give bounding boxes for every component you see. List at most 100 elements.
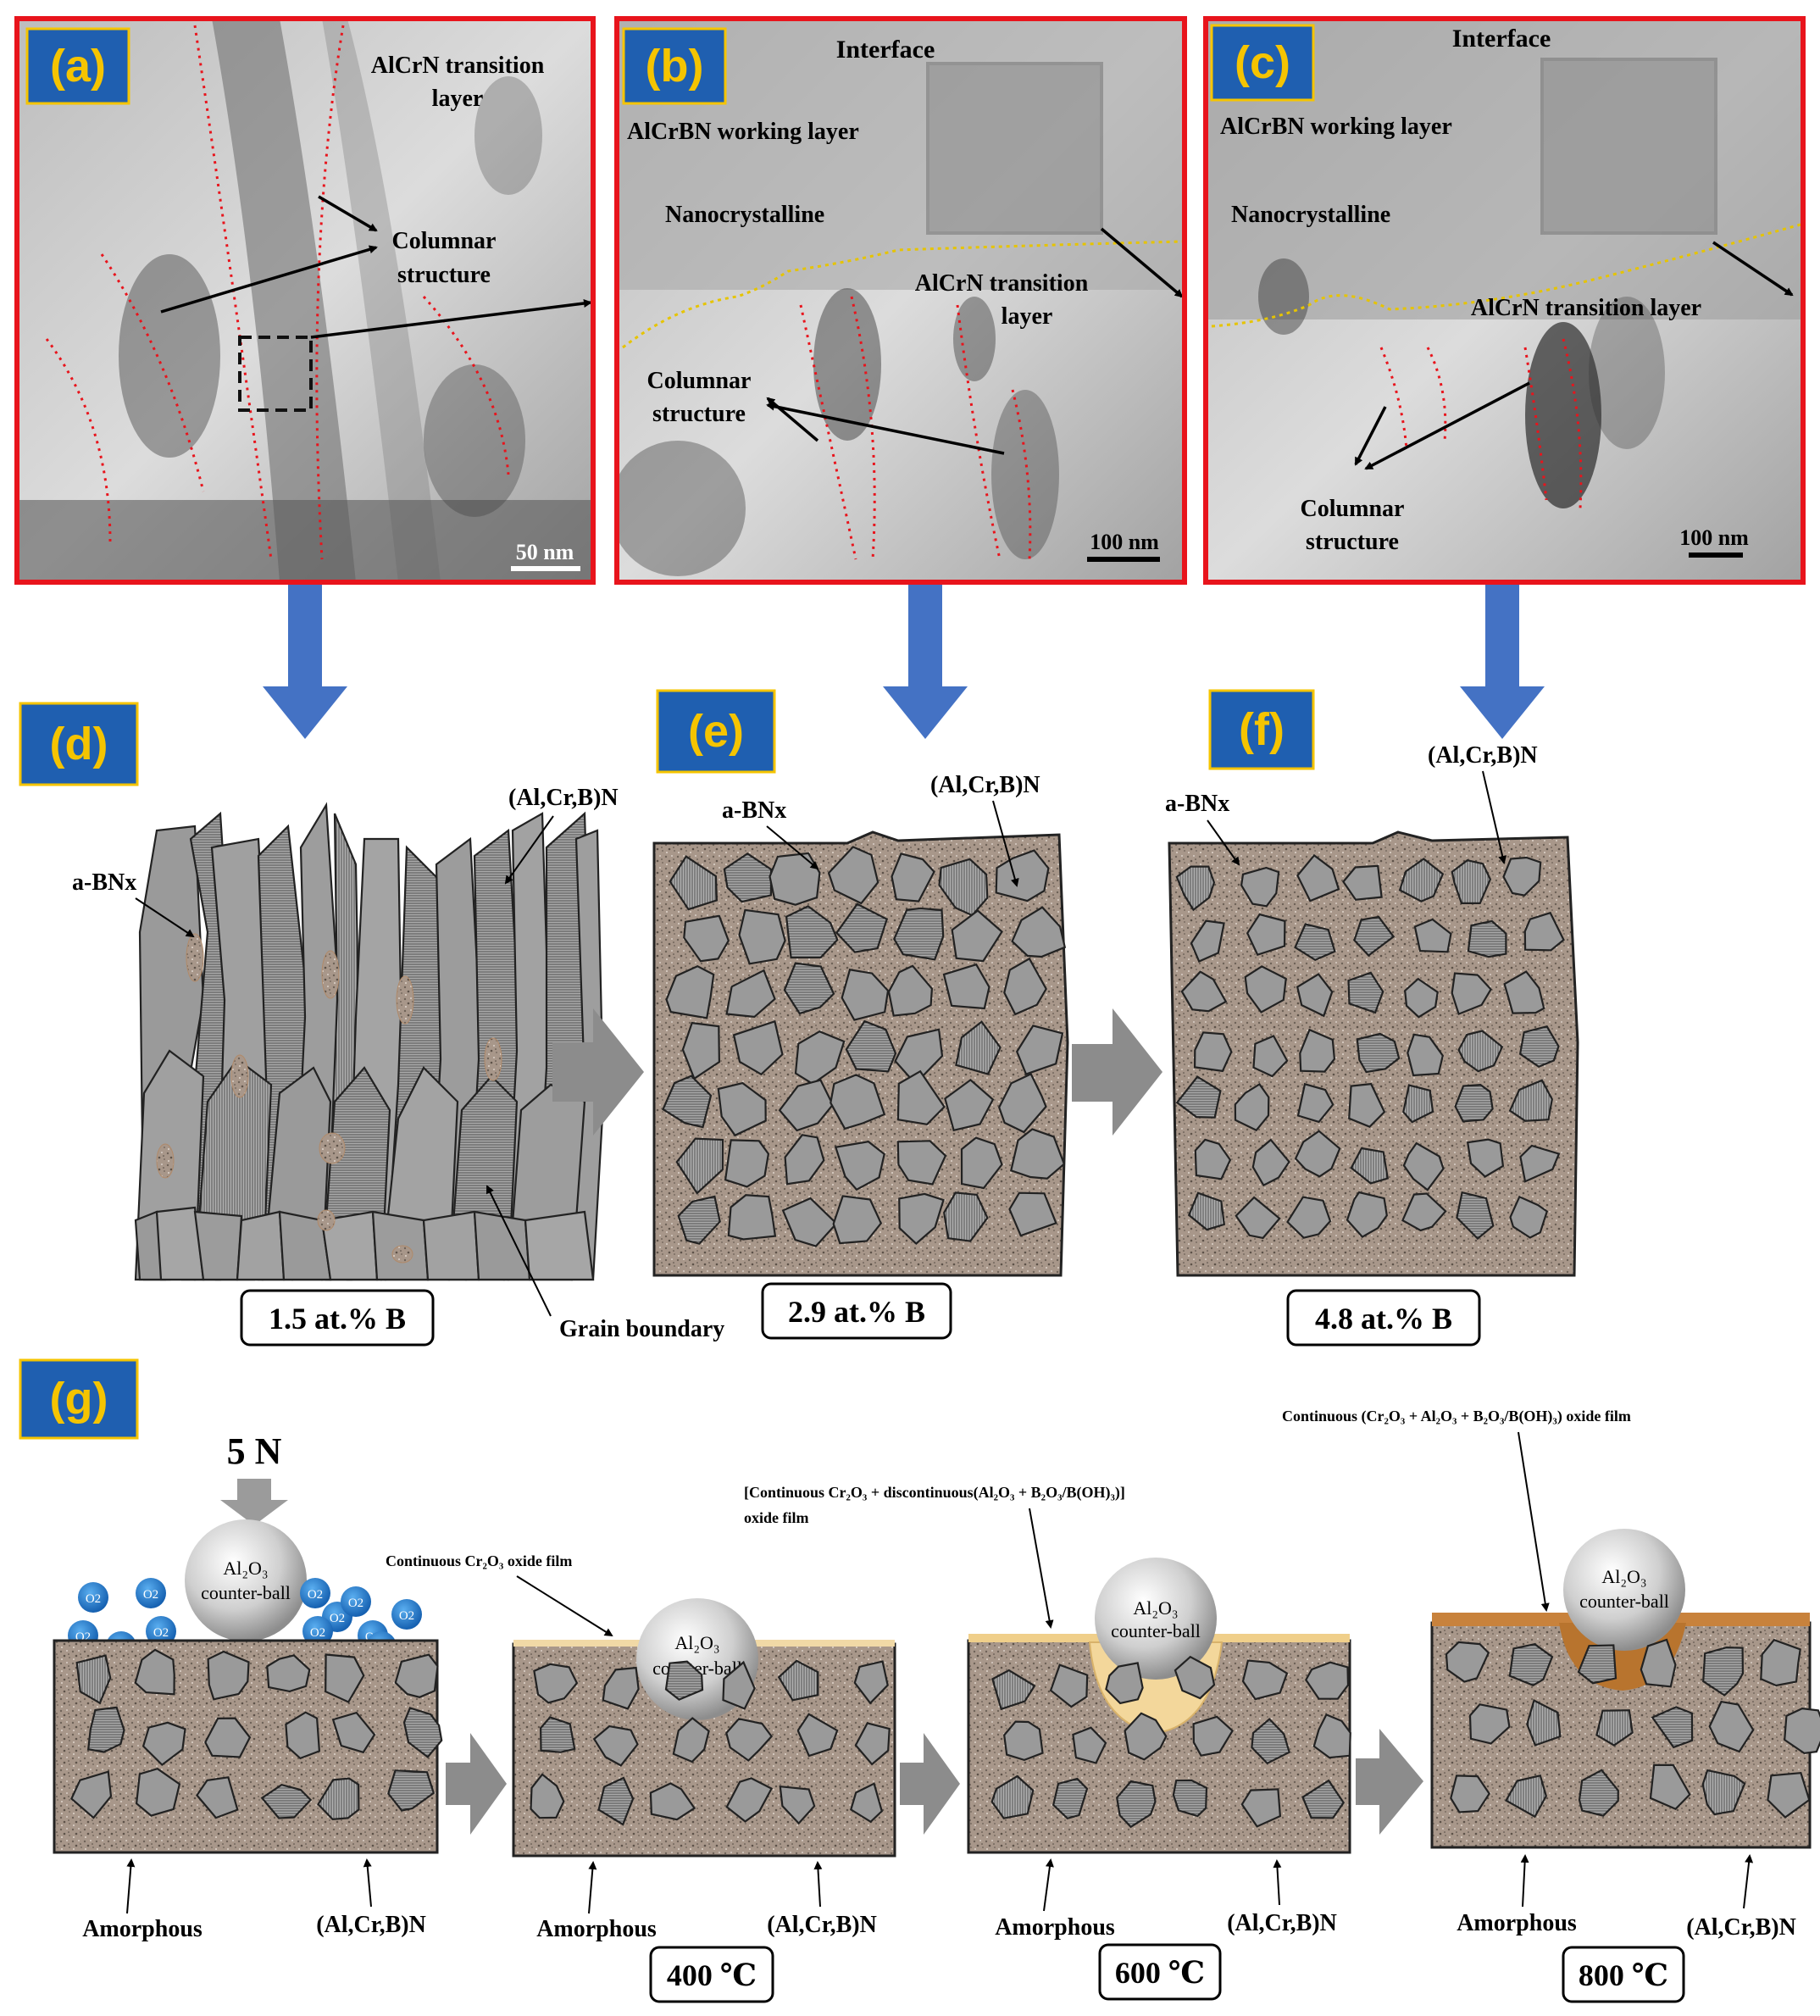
- grain: [331, 1711, 376, 1754]
- grain: [1174, 1655, 1216, 1700]
- temp-600-box: [1098, 1943, 1222, 2001]
- grain: [1350, 1147, 1390, 1185]
- panel-e: (e) a-BNx (Al,Cr,B)N 2.9 at.% B: [652, 689, 1069, 1340]
- panel-a-grain-traces: [45, 25, 510, 560]
- grain: [1346, 1191, 1388, 1238]
- grain: [1595, 1709, 1634, 1747]
- panel-f-boron: 4.8 at.% B: [1315, 1302, 1452, 1336]
- grain: [285, 1711, 321, 1760]
- grain: [732, 1019, 784, 1076]
- grain: [1457, 1030, 1504, 1073]
- panel-f-label: (f): [1239, 704, 1285, 755]
- counter-ball-4: [1563, 1529, 1685, 1651]
- panel-b-transition-line1: AlCrN transition: [915, 270, 1089, 297]
- o2-molecule-icon: [136, 1578, 166, 1608]
- grain: [1194, 1138, 1232, 1180]
- panel-f-phase: (Al,Cr,B)N: [1428, 742, 1538, 769]
- panel-c-grain-traces: [1379, 338, 1583, 509]
- grain: [998, 1072, 1047, 1134]
- grain: [717, 1081, 767, 1137]
- g-block-2-amorphous: Amorphous: [536, 1916, 657, 1942]
- grain: [1523, 911, 1565, 952]
- grain: [832, 1195, 883, 1245]
- grain: [1760, 1638, 1801, 1687]
- grain: [665, 964, 715, 1019]
- g-block-2-grains: [530, 1659, 891, 1826]
- panel-f: (f) a-BNx (Al,Cr,B)N 4.8 at.% B: [1165, 689, 1579, 1347]
- panel-d-label-box: (d): [19, 702, 139, 786]
- grain: [266, 1654, 311, 1693]
- grain: [1468, 1703, 1511, 1745]
- grain: [955, 1020, 1002, 1075]
- grain: [850, 1782, 884, 1824]
- grain: [1296, 973, 1334, 1018]
- grain: [990, 1774, 1035, 1819]
- grain: [1402, 1141, 1445, 1191]
- grain: [960, 1136, 1003, 1190]
- film-800-arrow: [1518, 1431, 1550, 1612]
- grain: [944, 1078, 995, 1132]
- grain: [1180, 970, 1228, 1013]
- grain: [1003, 1720, 1044, 1762]
- grain: [1286, 1196, 1332, 1239]
- o2-molecule-icon: [341, 1586, 371, 1617]
- panel-d-phase-arrow: [504, 815, 554, 885]
- grain: [1312, 1713, 1351, 1759]
- grain: [1701, 1769, 1746, 1816]
- panel-a-scale-bar: [511, 566, 580, 571]
- gray-arrow-g3: [1356, 1729, 1423, 1835]
- grain: [835, 902, 889, 953]
- grain: [1294, 923, 1336, 962]
- film-600-arrow: [1029, 1508, 1054, 1629]
- grain: [1451, 859, 1492, 904]
- film-400-arrow: [516, 1575, 613, 1637]
- panel-b-arrows: [766, 227, 1184, 455]
- g-block-4-phase-arrow: [1743, 1854, 1754, 1909]
- panel-e-label-box: (e): [656, 689, 776, 774]
- grain: [1504, 1774, 1547, 1819]
- panel-f-abnx: a-BNx: [1165, 791, 1229, 817]
- o2-label: O2: [310, 1626, 325, 1640]
- counter-ball-3: [1095, 1558, 1217, 1680]
- grain: [204, 1717, 252, 1758]
- o2-molecule-icon: [78, 1582, 108, 1613]
- grain: [533, 1663, 579, 1704]
- grain: [1244, 965, 1287, 1014]
- grain: [830, 1074, 886, 1130]
- panel-c-interface: Interface: [1452, 25, 1551, 53]
- grain: [1241, 1659, 1289, 1701]
- grain: [722, 1660, 756, 1710]
- panel-a-roi-box: [238, 336, 313, 412]
- g-block-1-amorphous-arrow: [126, 1858, 136, 1914]
- panel-d-label: (d): [50, 719, 108, 769]
- grain: [1116, 1780, 1157, 1829]
- grain: [1404, 977, 1439, 1019]
- grain: [1407, 1033, 1444, 1077]
- grain: [725, 969, 776, 1019]
- gray-arrow-g1: [446, 1733, 507, 1835]
- ball-3-formula: Al₂O₃: [1133, 1597, 1178, 1619]
- grain: [86, 1706, 125, 1753]
- panel-a-frame: [14, 16, 596, 585]
- grain: [1398, 858, 1445, 902]
- panel-d-grain: Grain boundary: [559, 1316, 724, 1342]
- g-block-4-amorphous-arrow: [1520, 1854, 1529, 1908]
- panel-a-columnar-line2: structure: [397, 262, 491, 288]
- panel-b-label: (b): [646, 41, 704, 92]
- grain: [769, 852, 821, 906]
- grain: [1342, 864, 1383, 901]
- grain: [539, 1716, 576, 1753]
- panel-b-frame: [614, 16, 1187, 585]
- grain: [898, 1192, 945, 1246]
- panel-b: (b) Interface AlCrBN working layer Nanoc…: [614, 16, 1187, 585]
- g-block-3-grains: [990, 1655, 1351, 1829]
- grain: [1708, 1700, 1755, 1753]
- grain: [75, 1654, 112, 1705]
- grain: [394, 1653, 439, 1698]
- panel-d-columns: [134, 802, 605, 1281]
- grain: [1401, 1192, 1447, 1232]
- grain: [1649, 1763, 1691, 1811]
- grain: [1190, 919, 1225, 963]
- temp-400: 400 ℃: [667, 1958, 757, 1992]
